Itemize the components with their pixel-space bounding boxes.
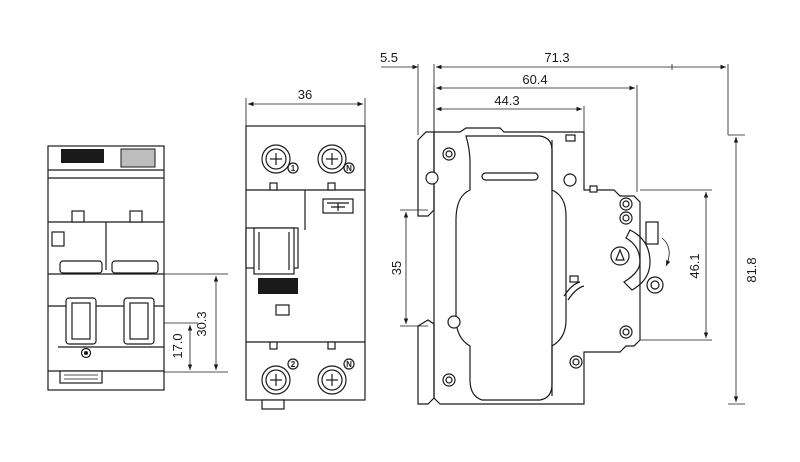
terminal-label-2: 2 — [291, 360, 296, 369]
front-terminal-bottom-right — [317, 365, 347, 395]
bottom-view-lever — [61, 149, 104, 163]
left-height-lower-label: 17.0 — [170, 333, 185, 358]
side-total-height-label: 81.8 — [744, 257, 759, 282]
side-depth-front-label: 44.3 — [494, 93, 519, 108]
front-view: 1 N 2 N — [245, 98, 366, 410]
front-terminal-top-left — [261, 144, 291, 174]
front-din-clip — [261, 399, 285, 410]
terminal-label-1: 1 — [291, 164, 296, 173]
front-terminal-bottom-left — [261, 365, 291, 395]
side-offset-label: 5.5 — [380, 50, 398, 65]
side-total-depth-label: 71.3 — [544, 50, 569, 65]
bottom-view — [47, 145, 165, 391]
side-housing-outline — [433, 127, 641, 405]
side-view — [417, 127, 671, 405]
front-terminal-top-right — [317, 144, 347, 174]
left-height-upper-label: 30.3 — [194, 311, 209, 336]
bottom-view-test-button — [120, 148, 156, 168]
front-width-label: 36 — [298, 87, 312, 102]
side-view-dimension-lines — [381, 64, 745, 405]
terminal-label-n-top: N — [346, 164, 352, 173]
left-dimension-lines — [164, 273, 228, 373]
side-depth-mid-label: 60.4 — [522, 72, 547, 87]
front-handle-lever — [258, 278, 298, 294]
front-indicator-window — [275, 304, 290, 316]
terminal-label-n-bottom: N — [346, 360, 352, 369]
side-rail-height-label: 35 — [389, 261, 404, 275]
side-face-height-label: 46.1 — [687, 253, 702, 278]
